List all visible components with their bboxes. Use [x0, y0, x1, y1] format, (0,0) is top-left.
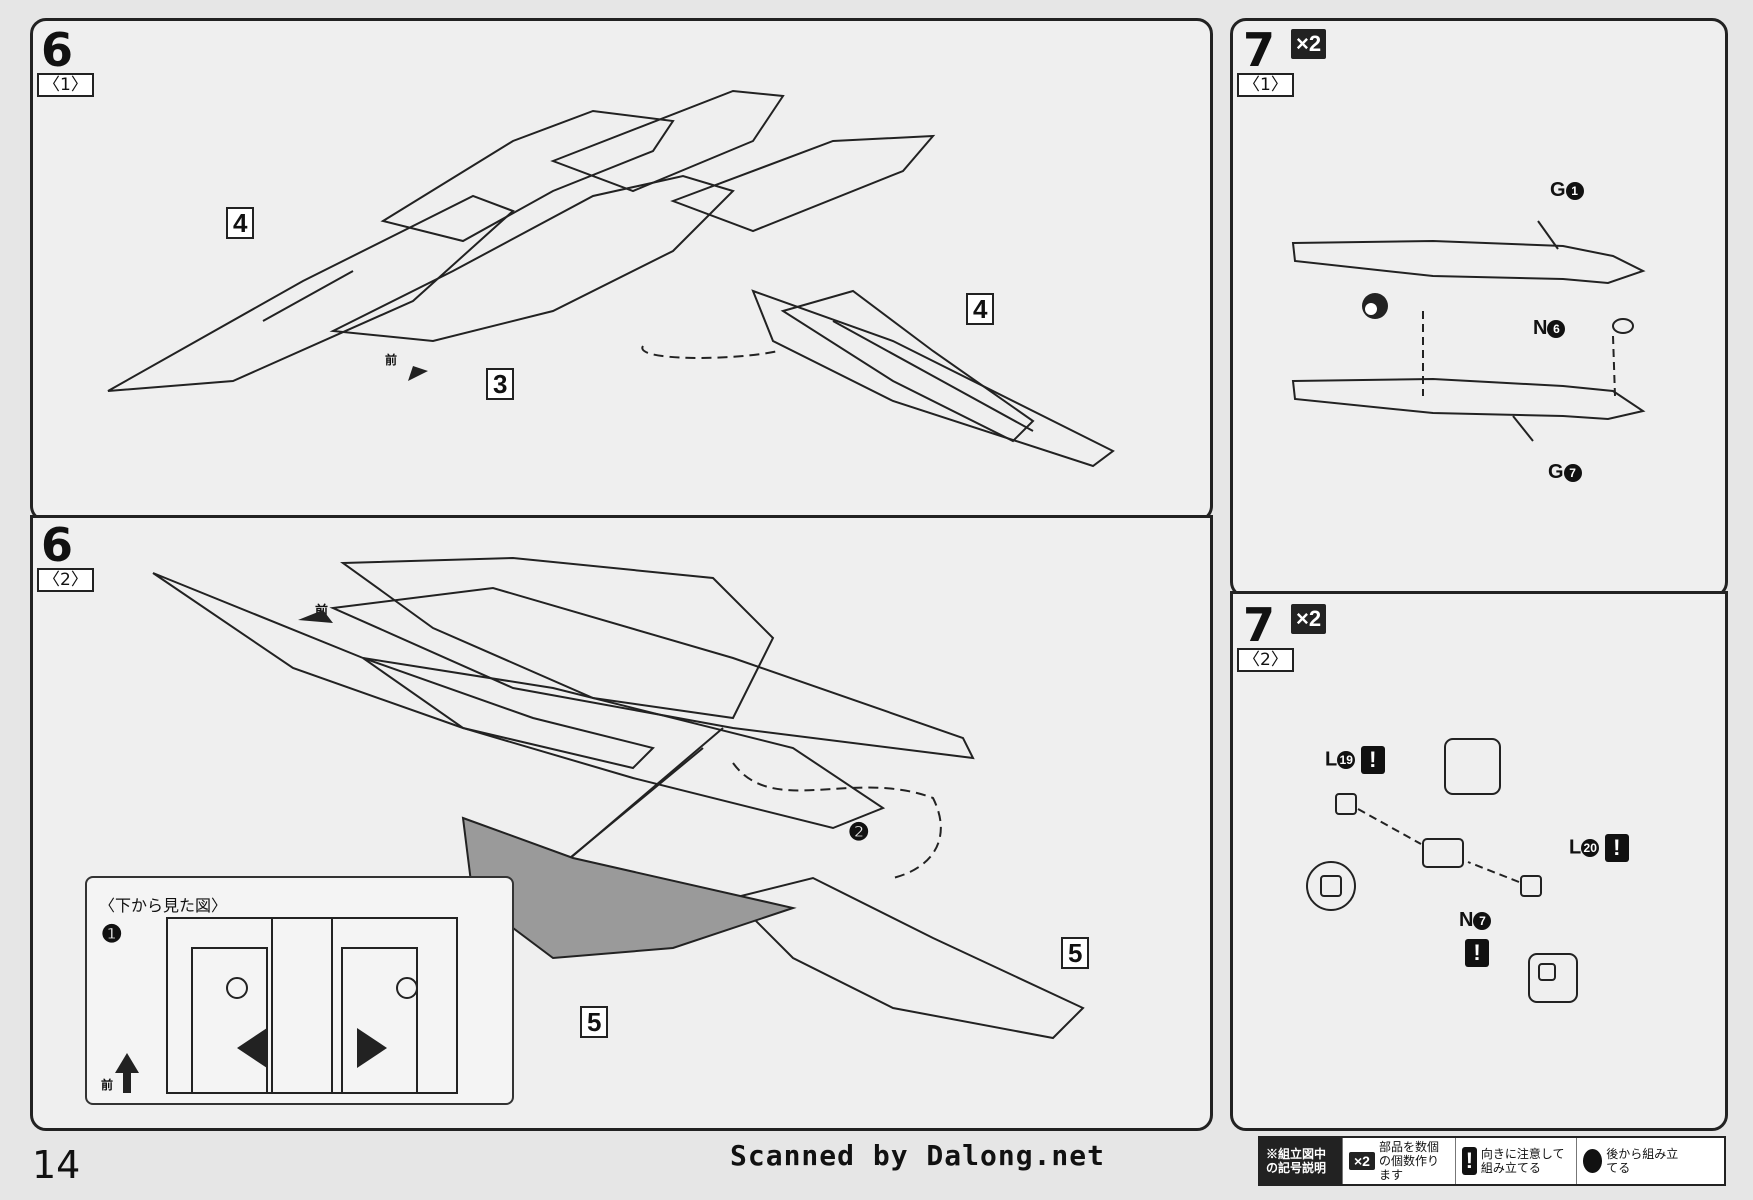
step-substep: 〈1〉 [1237, 73, 1294, 97]
part-label-4-left: 4 [226, 207, 255, 239]
legend-title: ※組立図中の記号説明 [1260, 1138, 1342, 1184]
step-6-1-panel: 6 〈1〉 4 4 3 前 [30, 18, 1213, 522]
symbol-legend: ※組立図中の記号説明 ×2 部品を数個の個数作ります ! 向きに注意して組み立て… [1258, 1136, 1726, 1186]
bottom-view-diagram [115, 917, 458, 1094]
multiplier-badge: ×2 [1291, 604, 1327, 634]
caution-icon: ! [1462, 1147, 1477, 1175]
caution-text: 向きに注意して組み立てる [1480, 1147, 1565, 1175]
multiplier-badge: ×2 [1291, 29, 1327, 59]
multiply-icon: ×2 [1349, 1152, 1375, 1170]
blade-parts-diagram [1291, 220, 1646, 442]
caution-icon: ! [1465, 939, 1489, 967]
legend-caution: ! 向きに注意して組み立てる [1455, 1138, 1576, 1184]
joint-parts-diagram [1306, 738, 1578, 1003]
multiply-text: 部品を数個の個数作ります [1378, 1140, 1439, 1182]
legend-later: 後から組み立てる [1576, 1138, 1689, 1184]
part-label-4-right: 4 [966, 293, 995, 325]
part-label-5-right: 5 [1061, 937, 1090, 969]
step-substep: 〈2〉 [37, 568, 94, 592]
sequence-marker-1: ❶ [101, 921, 123, 948]
scan-credit: Scanned by Dalong.net [730, 1139, 1106, 1172]
sequence-marker-2: ❷ [848, 819, 870, 846]
legend-multiply: ×2 部品を数個の個数作ります [1342, 1138, 1455, 1184]
step-substep: 〈1〉 [37, 73, 94, 97]
step-number: 7 [1243, 23, 1276, 77]
step-substep: 〈2〉 [1237, 648, 1294, 672]
half-circle-icon [1583, 1149, 1603, 1173]
step-6-2-panel: 6 〈2〉 前 5 5 ❷ 〈下から見た図〉 ❶ [30, 515, 1213, 1131]
page-number: 14 [32, 1143, 81, 1187]
front-indicator: 前 [101, 1078, 114, 1092]
step-number: 6 [41, 518, 74, 572]
bottom-view-inset: 〈下から見た図〉 ❶ 前 [85, 876, 514, 1105]
wing-assembly-diagram [107, 89, 1115, 468]
part-label-3: 3 [486, 368, 515, 400]
later-text: 後から組み立てる [1606, 1147, 1679, 1175]
wing-underside-diagram [152, 556, 1085, 1040]
step-number: 6 [41, 23, 74, 77]
part-label-5-center: 5 [580, 1006, 609, 1038]
inset-title: 〈下から見た図〉 [99, 898, 228, 915]
step-number: 7 [1243, 598, 1276, 652]
front-indicator: 前 [385, 353, 398, 367]
